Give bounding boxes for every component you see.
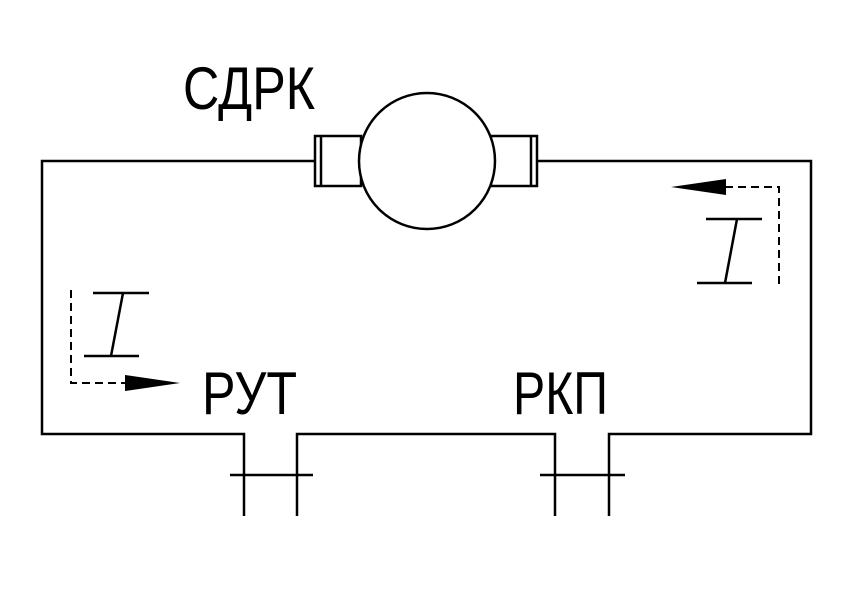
motor-label: СДРК <box>183 55 315 122</box>
left-valve-label: РУТ <box>202 360 297 427</box>
current-direction-left <box>70 290 130 384</box>
right-valve-label: РКП <box>513 360 608 427</box>
current-symbol-left <box>84 291 149 358</box>
current-direction-right <box>724 186 780 284</box>
current-symbol-right <box>697 217 762 285</box>
motor-symbol <box>357 91 497 231</box>
arrow-head-right <box>671 179 726 195</box>
arrow-head-left <box>125 375 180 391</box>
